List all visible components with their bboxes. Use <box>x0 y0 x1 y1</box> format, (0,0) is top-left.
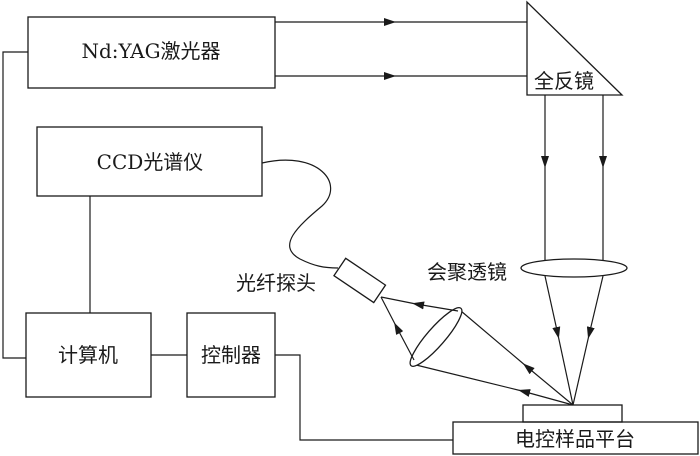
computer-unit: 计算机 <box>25 312 152 398</box>
spectrometer-box <box>36 126 263 197</box>
emission-ray-upper <box>460 310 574 406</box>
laser-unit: Nd:YAG激光器 <box>27 16 276 89</box>
computer-label: 计算机 <box>58 343 118 367</box>
fiber-probe <box>333 257 387 304</box>
optical-fiber <box>261 159 339 269</box>
stage-unit: 电控样品平台 <box>452 421 699 455</box>
collection-lens <box>409 307 463 367</box>
focused-beam-left <box>544 275 574 406</box>
focused-beam-right <box>572 275 604 406</box>
controller-stage-cable <box>275 354 453 441</box>
laser-computer-cable <box>2 51 28 359</box>
controller-label: 控制器 <box>201 343 261 367</box>
emission-ray-lower <box>411 363 574 406</box>
spectrometer-label: CCD光谱仪 <box>97 150 204 174</box>
laser-label: Nd:YAG激光器 <box>81 39 220 63</box>
fiber-probe-label: 光纤探头 <box>236 271 316 295</box>
sample <box>522 404 623 423</box>
controller-unit: 控制器 <box>186 312 276 398</box>
mirror-label: 全反镜 <box>534 69 594 93</box>
spectrometer-unit: CCD光谱仪 <box>36 126 263 197</box>
mirror-prism <box>526 0 624 96</box>
stage-label: 电控样品平台 <box>515 427 635 451</box>
focus-lens-label: 会聚透镜 <box>427 260 507 284</box>
collected-ray-upper <box>380 296 459 312</box>
stage-box <box>452 421 699 455</box>
focus-lens <box>520 258 628 278</box>
mirror-unit: 全反镜 <box>526 0 624 96</box>
collected-ray-lower <box>380 296 415 361</box>
